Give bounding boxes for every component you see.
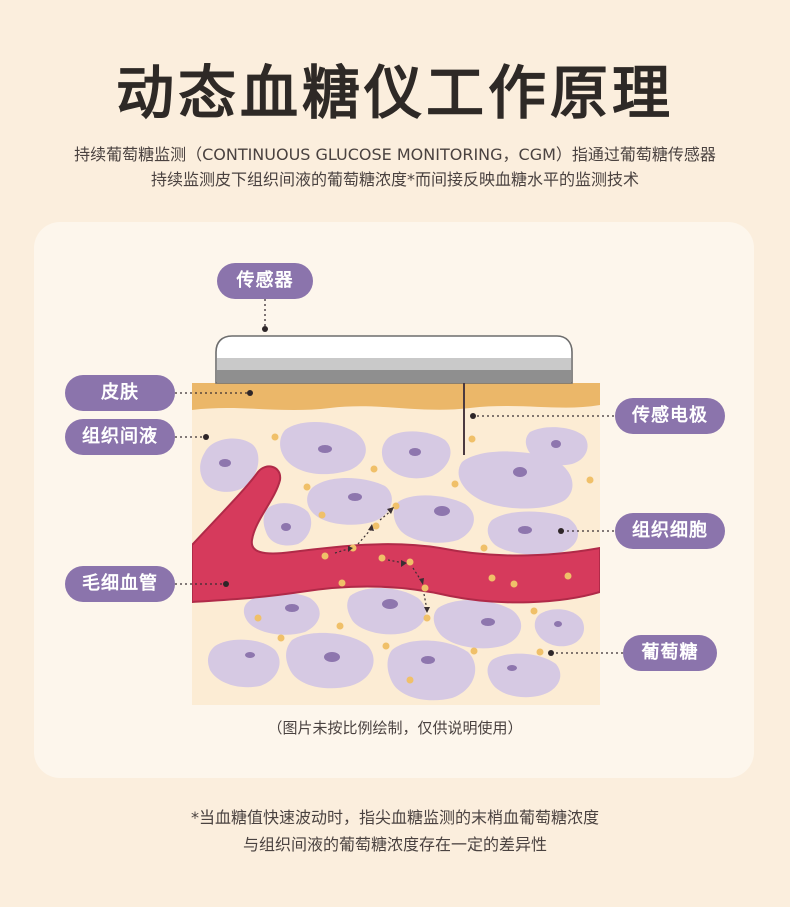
- glucose-dot: [321, 552, 329, 560]
- cell-nucleus: [324, 652, 340, 662]
- leader-endpoints: [203, 326, 564, 656]
- arrow-head: [419, 578, 424, 585]
- glucose-particles: [254, 433, 594, 684]
- cell-nucleus: [318, 445, 332, 453]
- label-sensor-electrode: 传感电极: [615, 398, 725, 434]
- glucose-dot: [530, 607, 538, 615]
- glucose-dot: [338, 579, 346, 587]
- glucose-dot: [406, 558, 414, 566]
- tissue-cell: [433, 599, 522, 649]
- glucose-dot: [423, 614, 431, 622]
- capillary: [192, 465, 600, 604]
- glucose-dot: [488, 574, 496, 582]
- tissue-cell: [307, 478, 392, 525]
- glucose-dot: [470, 647, 478, 655]
- cell-nucleus: [421, 656, 435, 664]
- arrow-head: [401, 560, 407, 567]
- label-tissue-cells: 组织细胞: [615, 513, 725, 549]
- cell-nucleus: [285, 604, 299, 612]
- intro-line-1: 持续葡萄糖监测（CONTINUOUS GLUCOSE MONITORING，CG…: [74, 145, 716, 164]
- label-capillary: 毛细血管: [65, 566, 175, 602]
- footnote-line-2: 与组织间液的葡萄糖浓度存在一定的差异性: [242, 835, 547, 854]
- leader-dot: [223, 581, 229, 587]
- cell-nucleus: [507, 665, 517, 671]
- tissue-cell: [387, 640, 476, 701]
- arrow-heads: [348, 507, 430, 613]
- skin-layer: [192, 383, 600, 410]
- tissue-cell: [243, 592, 320, 635]
- tissue-cell: [207, 639, 280, 688]
- leader-dot: [470, 413, 476, 419]
- tissue-cell: [458, 451, 573, 509]
- cell-nucleus: [554, 621, 562, 627]
- cell-nucleus: [382, 599, 398, 609]
- glucose-dot: [586, 476, 594, 484]
- leader-lines: [175, 299, 623, 654]
- tissue-cell: [487, 511, 579, 555]
- glucose-dot: [406, 676, 414, 684]
- leader-dot: [203, 434, 209, 440]
- glucose-dot: [378, 554, 386, 562]
- diagram-caption: （图片未按比例绘制，仅供说明使用）: [267, 719, 523, 737]
- intro-line-2: 持续监测皮下组织间液的葡萄糖浓度*而间接反映血糖水平的监测技术: [150, 170, 639, 189]
- intro-text: 持续葡萄糖监测（CONTINUOUS GLUCOSE MONITORING，CG…: [0, 142, 790, 192]
- label-glucose: 葡萄糖: [623, 635, 717, 671]
- glucose-dot: [480, 544, 488, 552]
- sensor-band-dark: [217, 370, 571, 383]
- leader-dot: [558, 528, 564, 534]
- cell-nuclei: [219, 440, 562, 671]
- page-title: 动态血糖仪工作原理: [115, 59, 674, 127]
- cell-nucleus: [348, 493, 362, 501]
- cell-nucleus: [219, 459, 231, 467]
- cell-nucleus: [513, 467, 527, 477]
- cell-nucleus: [481, 618, 495, 626]
- cell-nucleus: [409, 448, 421, 456]
- cell-nucleus: [551, 440, 561, 448]
- glucose-dot: [271, 433, 279, 441]
- sensor-band-light: [217, 358, 571, 370]
- footnote: *当血糖值快速波动时，指尖血糖监测的末梢血葡萄糖浓度 与组织间液的葡萄糖浓度存在…: [0, 804, 790, 858]
- glucose-dot: [564, 572, 572, 580]
- glucose-dot: [451, 480, 459, 488]
- glucose-dot: [277, 634, 285, 642]
- cell-nucleus: [281, 523, 291, 531]
- glucose-dot: [510, 580, 518, 588]
- arrow-head: [348, 546, 353, 552]
- cell-nucleus: [518, 526, 532, 534]
- leader-dot: [247, 390, 253, 396]
- glucose-dot: [370, 465, 378, 473]
- arrow-head: [424, 607, 430, 613]
- tissue-cell: [393, 495, 474, 543]
- tissue-cell: [347, 587, 426, 635]
- leader-dot: [548, 650, 554, 656]
- label-skin: 皮肤: [65, 375, 175, 411]
- glucose-dot: [336, 622, 344, 630]
- arrow-head: [368, 524, 374, 531]
- glucose-dot: [254, 614, 262, 622]
- footnote-line-1: *当血糖值快速波动时，指尖血糖监测的末梢血葡萄糖浓度: [190, 808, 599, 827]
- tissue-cell: [534, 609, 585, 647]
- cell-nucleus: [245, 652, 255, 658]
- arrow-head: [387, 507, 394, 514]
- glucose-dot: [468, 435, 476, 443]
- glucose-dot: [536, 648, 544, 656]
- label-sensor: 传感器: [217, 263, 313, 299]
- glucose-dot: [382, 642, 390, 650]
- leader-dot: [262, 326, 268, 332]
- label-interstitial-fluid: 组织间液: [65, 419, 175, 455]
- sensor-device: [215, 335, 573, 384]
- cell-nucleus: [434, 506, 450, 516]
- tissue-cell: [487, 653, 561, 698]
- glucose-dot: [303, 483, 311, 491]
- glucose-dot: [318, 511, 326, 519]
- glucose-dot: [421, 584, 429, 592]
- glucose-dot: [392, 502, 400, 510]
- glucose-dot: [372, 522, 380, 530]
